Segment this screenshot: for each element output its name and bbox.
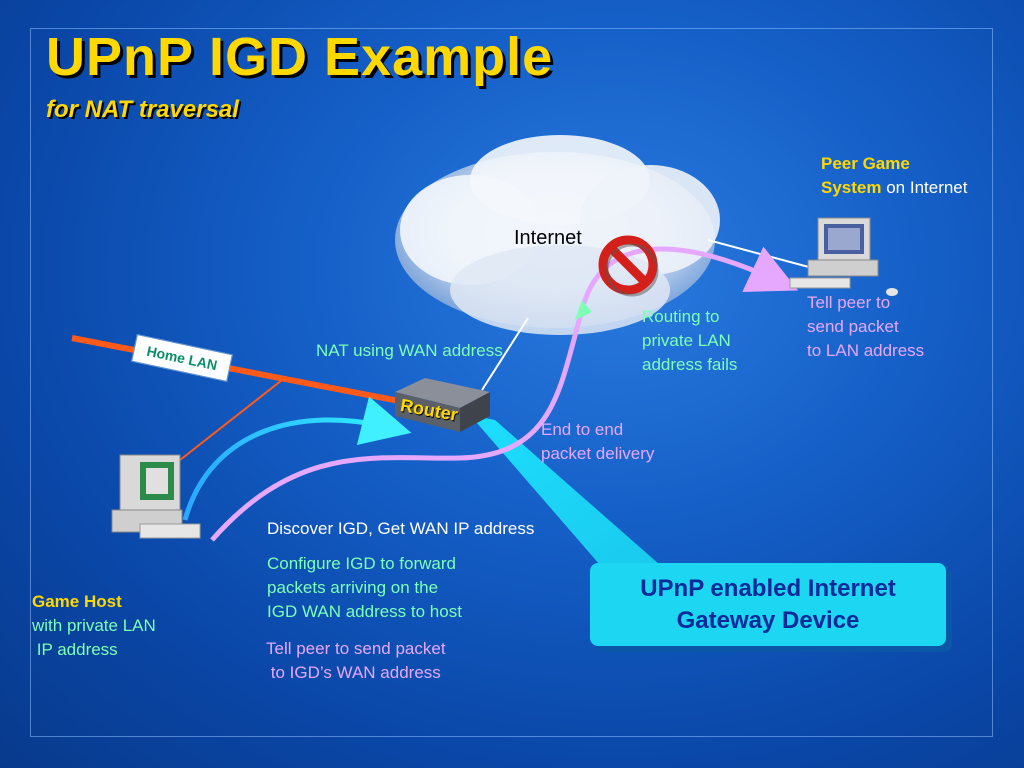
game-host-title: Game Host (32, 592, 122, 611)
peer-label: Peer Game System on Internet (821, 152, 968, 200)
nat-label: NAT using WAN address (316, 341, 503, 360)
end-to-end-label: End to end packet delivery (541, 418, 654, 466)
router-wan-link (481, 317, 529, 391)
desktop-computer-icon (111, 454, 201, 539)
discover-label: Discover IGD, Get WAN IP address (267, 519, 535, 538)
lan-request-arrow (182, 396, 412, 521)
routing-fails-label: Routing to private LAN address fails (642, 305, 737, 377)
configure-line: IGD WAN address to host (267, 602, 462, 621)
configure-label: Configure IGD to forward packets arrivin… (267, 552, 462, 624)
routing-fails-line: Routing to (642, 307, 720, 326)
cloud-icon (395, 135, 720, 335)
gateway-callout-line: Gateway Device (676, 606, 860, 634)
tell-peer-lan-line: to LAN address (807, 341, 925, 360)
tell-peer-lan-line: Tell peer to (807, 293, 891, 312)
game-host-line: with private LAN (32, 616, 156, 635)
tell-peer-wan-line: to IGD’s WAN address (266, 663, 441, 682)
tell-peer-lan-line: send packet (807, 317, 899, 336)
peer-title-line1: Peer Game (821, 154, 910, 173)
prohibited-icon (598, 235, 659, 297)
end-to-end-line: End to end (541, 420, 624, 439)
tell-peer-lan-label: Tell peer to send packet to LAN address (807, 291, 924, 363)
peer-title-line2: System (821, 178, 882, 197)
configure-line: packets arriving on the (267, 578, 439, 597)
internet-label: Internet (514, 227, 582, 249)
page-subtitle: for NAT traversal (46, 96, 239, 123)
desktop-computer-icon (789, 217, 898, 296)
peer-suffix: on Internet (881, 178, 968, 197)
host-lan-drop (179, 379, 283, 461)
home-lan-line (71, 335, 421, 408)
game-host-label: Game Host with private LAN IP address (32, 590, 156, 662)
tell-peer-wan-label: Tell peer to send packet to IGD’s WAN ad… (266, 637, 446, 685)
peer-wan-link (707, 239, 821, 271)
gateway-callout-beam (470, 415, 660, 565)
page-title: UPnP IGD Example (46, 27, 554, 87)
routing-fails-line: address fails (642, 355, 738, 374)
game-host-line: IP address (32, 640, 118, 659)
gateway-callout-line: UPnP enabled Internet (640, 574, 896, 602)
configure-line: Configure IGD to forward (267, 554, 456, 573)
slide-frame (30, 28, 993, 737)
routing-fails-line: private LAN (642, 331, 731, 350)
end-to-end-line: packet delivery (541, 444, 655, 463)
gateway-device-callout: UPnP enabled Internet Gateway Device (590, 563, 946, 646)
tell-peer-wan-line: Tell peer to send packet (266, 639, 446, 658)
